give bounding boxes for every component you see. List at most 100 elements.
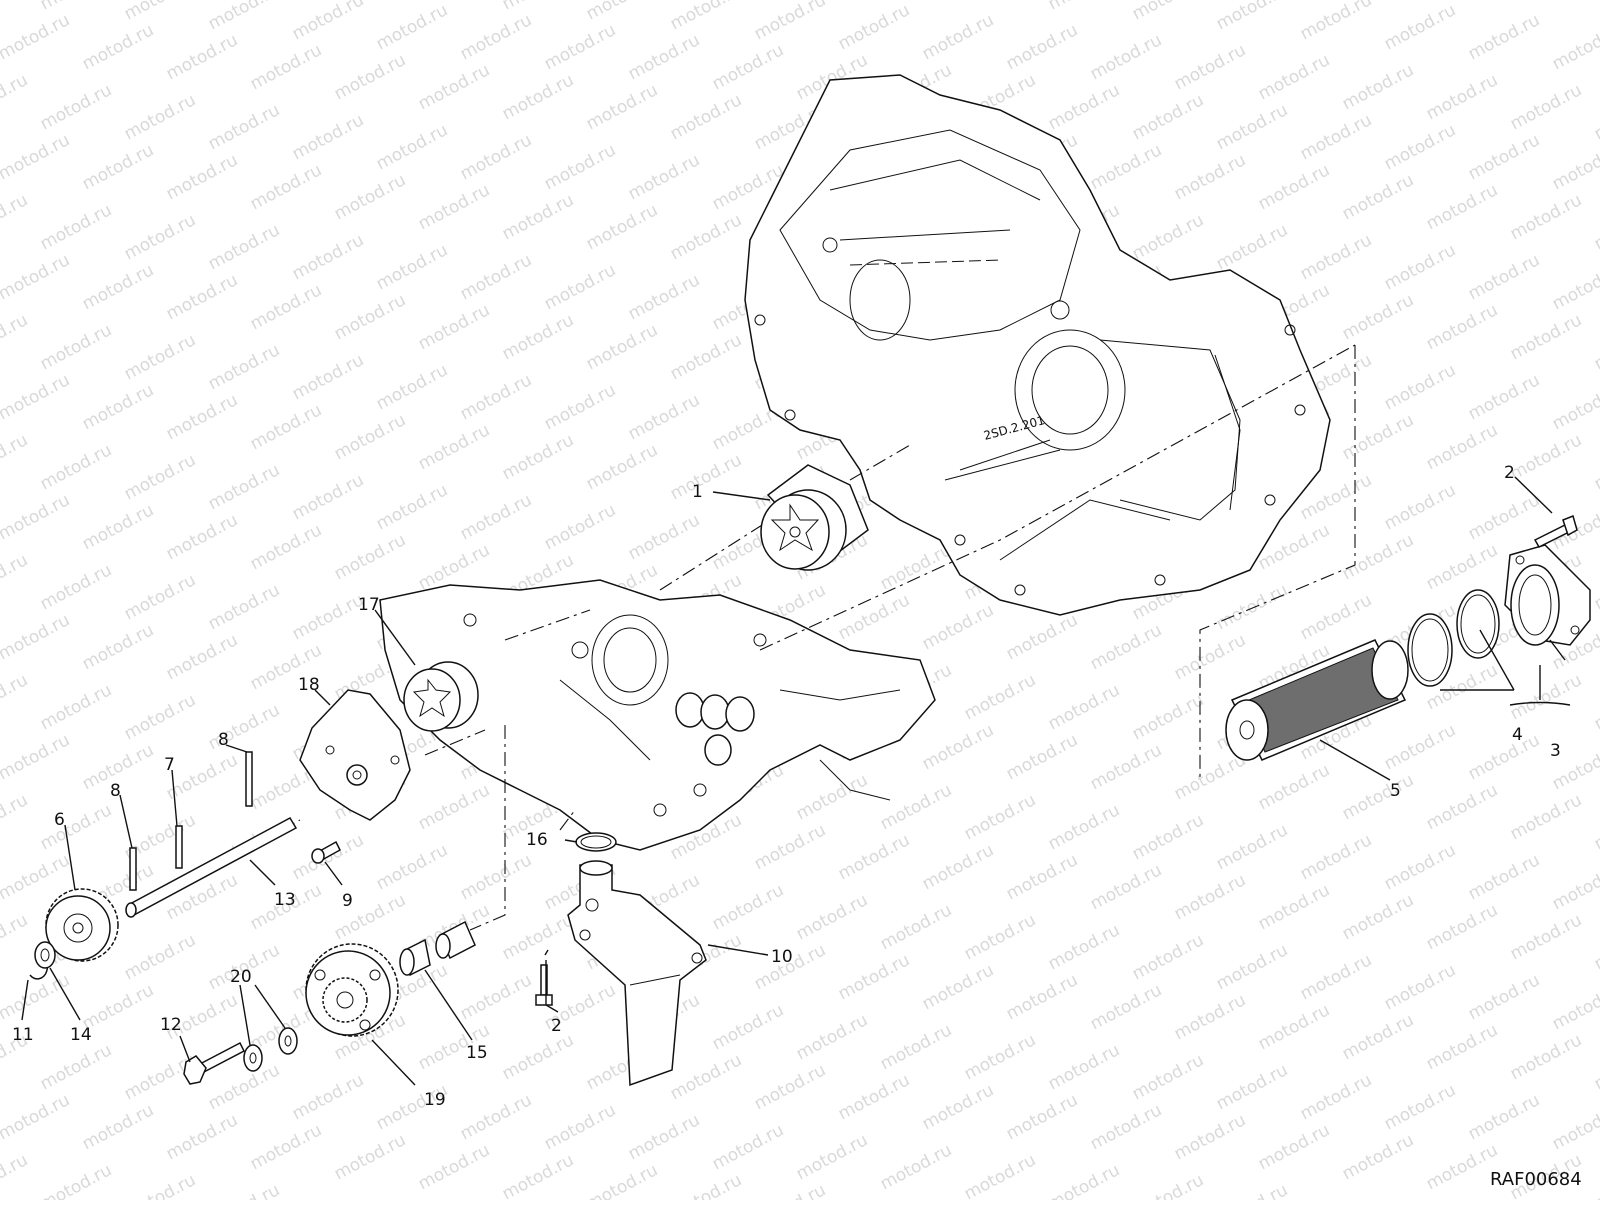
oil-pickup-10: [567, 860, 707, 1087]
watermark-text: motod.ru: [961, 790, 1039, 844]
watermark-text: motod.ru: [37, 1040, 115, 1094]
watermark-text: motod.ru: [0, 1090, 73, 1144]
watermark-text: motod.ru: [121, 450, 199, 504]
watermark-text: motod.ru: [1087, 740, 1165, 794]
watermark-text: motod.ru: [1003, 970, 1081, 1024]
watermark-text: motod.ru: [1591, 800, 1600, 854]
watermark-text: motod.ru: [1339, 890, 1417, 944]
watermark-text: motod.ru: [247, 400, 325, 454]
watermark-text: motod.ru: [541, 260, 619, 314]
watermark-text: motod.ru: [163, 150, 241, 204]
watermark-text: motod.ru: [37, 560, 115, 614]
watermark-text: motod.ru: [625, 150, 703, 204]
watermark-text: motod.ru: [1213, 940, 1291, 994]
callout-8b: 8: [218, 730, 229, 750]
watermark-text: motod.ru: [1129, 90, 1207, 144]
watermark-text: motod.ru: [0, 0, 31, 4]
watermark-text: motod.ru: [1213, 820, 1291, 874]
watermark-text: motod.ru: [541, 20, 619, 74]
watermark-text: motod.ru: [583, 1160, 661, 1200]
watermark-text: motod.ru: [667, 1170, 745, 1200]
watermark-text: motod.ru: [1591, 1160, 1600, 1200]
callout-2-upper: 2: [1504, 463, 1515, 483]
watermark-text: motod.ru: [667, 1050, 745, 1104]
watermark-text: motod.ru: [0, 10, 73, 64]
watermark-text: motod.ru: [457, 130, 535, 184]
screw-9: [311, 840, 341, 864]
watermark-text: motod.ru: [1465, 10, 1543, 64]
watermark-text: motod.ru: [1423, 420, 1501, 474]
watermark-text: motod.ru: [1423, 540, 1501, 594]
watermark-text: motod.ru: [835, 1070, 913, 1124]
watermark-text: motod.ru: [415, 420, 493, 474]
callout-8a: 8: [110, 781, 121, 801]
watermark-text: motod.ru: [0, 730, 73, 784]
watermark-text: motod.ru: [667, 90, 745, 144]
callout-6: 6: [54, 810, 65, 830]
callout-2-lower: 2: [551, 1016, 562, 1036]
watermark-text: motod.ru: [1423, 70, 1501, 124]
watermark-text: motod.ru: [709, 40, 787, 94]
needle-bearing-15: [399, 920, 476, 977]
watermark-text: motod.ru: [37, 80, 115, 134]
watermark-text: motod.ru: [163, 510, 241, 564]
watermark-text: motod.ru: [1129, 210, 1207, 264]
watermark-text: motod.ru: [247, 160, 325, 214]
watermark-text: motod.ru: [0, 190, 31, 244]
watermark-text: motod.ru: [541, 1100, 619, 1154]
watermark-text: motod.ru: [793, 770, 871, 824]
watermark-text: motod.ru: [1171, 990, 1249, 1044]
watermark-text: motod.ru: [37, 0, 115, 14]
watermark-text: motod.ru: [1171, 1110, 1249, 1164]
watermark-text: motod.ru: [121, 570, 199, 624]
watermark-text: motod.ru: [457, 250, 535, 304]
watermark-text: motod.ru: [205, 1180, 283, 1200]
watermark-text: motod.ru: [919, 840, 997, 894]
watermark-text: motod.ru: [1381, 720, 1459, 774]
watermark-text: motod.ru: [331, 170, 409, 224]
watermark-text: motod.ru: [1129, 1170, 1207, 1200]
watermark-text: motod.ru: [1591, 440, 1600, 494]
watermark-text: motod.ru: [1087, 980, 1165, 1034]
pump-shaft-13: [125, 751, 298, 918]
watermark-text: motod.ru: [1171, 150, 1249, 204]
screw-2-lower: [535, 964, 553, 1006]
watermark-text: motod.ru: [121, 90, 199, 144]
watermark-text: motod.ru: [289, 1070, 367, 1124]
watermark-text: motod.ru: [1591, 1040, 1600, 1094]
watermark-text: motod.ru: [1381, 120, 1459, 174]
watermark-text: motod.ru: [289, 350, 367, 404]
watermark-text: motod.ru: [667, 210, 745, 264]
watermark-text: motod.ru: [1297, 1070, 1375, 1124]
watermark-text: motod.ru: [1339, 410, 1417, 464]
watermark-text: motod.ru: [583, 320, 661, 374]
watermark-text: motod.ru: [541, 500, 619, 554]
watermark-text: motod.ru: [1465, 370, 1543, 424]
watermark-text: motod.ru: [667, 450, 745, 504]
watermark-text: motod.ru: [289, 0, 367, 44]
watermark-text: motod.ru: [1507, 1030, 1585, 1084]
washers-20: [243, 1027, 298, 1072]
watermark-text: motod.ru: [1045, 680, 1123, 734]
watermark-text: motod.ru: [1549, 140, 1600, 194]
filter-cover-3: [1504, 544, 1591, 646]
watermark-text: motod.ru: [121, 690, 199, 744]
watermark-text: motod.ru: [1087, 860, 1165, 914]
watermark-text: motod.ru: [1591, 200, 1600, 254]
watermark-text: motod.ru: [583, 80, 661, 134]
watermark-text: motod.ru: [667, 0, 745, 34]
lower-crankcase: [379, 579, 936, 851]
watermark-text: motod.ru: [1465, 1090, 1543, 1144]
watermark-text: motod.ru: [373, 480, 451, 534]
gear-19: [305, 943, 399, 1037]
watermark-text: motod.ru: [1339, 770, 1417, 824]
watermark-text: motod.ru: [37, 1160, 115, 1200]
watermark-text: motod.ru: [835, 0, 913, 54]
watermark-text: motod.ru: [415, 780, 493, 834]
watermark-text: motod.ru: [499, 70, 577, 124]
watermark-text: motod.ru: [373, 120, 451, 174]
callout-4: 4: [1512, 725, 1523, 745]
watermark-text: motod.ru: [835, 590, 913, 644]
callout-10: 10: [771, 947, 793, 967]
watermark-text: motod.ru: [1339, 1130, 1417, 1184]
